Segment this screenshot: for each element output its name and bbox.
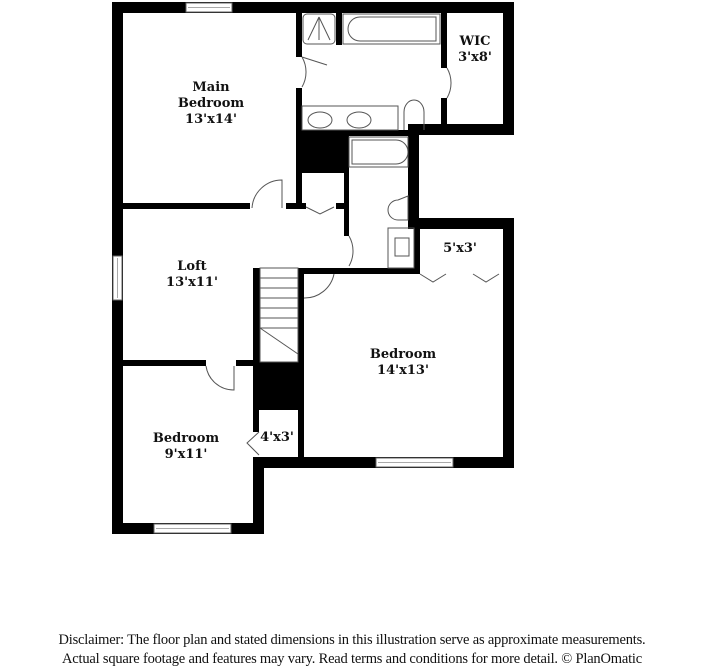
door-main-bath (301, 56, 328, 88)
disclaimer: Disclaimer: The floor plan and stated di… (0, 631, 704, 669)
wall-wic-left-low (441, 98, 447, 130)
bifold-closet-5x3-a (419, 273, 447, 283)
room-name: WIC (459, 34, 491, 49)
bifold-closet-5x3-b (472, 273, 500, 283)
room-label-closet-4x3: 4'x3' (260, 430, 294, 446)
toilet-hall (387, 195, 409, 221)
door-bed2 (303, 273, 335, 299)
room-name: Main (192, 80, 230, 95)
room-label-bedroom-2: Bedroom 14'x13' (370, 347, 436, 379)
wall-closet5-left (414, 229, 420, 274)
wall-loft-bottom-a (123, 360, 206, 366)
disclaimer-line-2: Actual square footage and features may v… (62, 651, 642, 667)
room-dimensions: 4'x3' (260, 430, 294, 445)
sink-hall (394, 237, 410, 257)
wall-top-notch (408, 124, 514, 135)
room-dimensions: 3'x8' (458, 50, 492, 65)
chase-block (296, 130, 344, 173)
wall-bottom-step (253, 457, 264, 534)
bifold-closet-4x3 (246, 431, 260, 456)
wall-right-mid (408, 218, 514, 229)
wall-closet-bottom-b (336, 203, 349, 209)
wall-right-upper (503, 2, 514, 135)
wall-wic-left-top (441, 13, 447, 68)
stairs (259, 267, 299, 363)
wall-shower-div (336, 13, 342, 45)
wall-bath-left-top (296, 2, 302, 57)
toilet-master (403, 99, 425, 130)
room-dimensions: 13'x14' (185, 112, 237, 127)
wall-notch-vert (408, 124, 419, 224)
wall-stair-left (253, 268, 260, 410)
vanity-master (301, 105, 399, 131)
room-label-wic: WIC 3'x8' (458, 34, 492, 66)
sink-2 (346, 111, 372, 129)
sink-1 (307, 111, 333, 129)
wall-right-lower (503, 218, 514, 468)
room-name: Bedroom (152, 431, 220, 446)
bathtub-hall (348, 136, 409, 168)
wall-bath-bottom (296, 130, 414, 136)
wall-bed2-top (300, 268, 420, 274)
door-wic (446, 67, 452, 99)
room-dimensions: 13'x11' (166, 275, 218, 290)
room-name: Bedroom (177, 96, 245, 111)
vanity-hall (387, 227, 415, 269)
room-name: Bedroom (369, 347, 437, 362)
stair-landing-block (253, 362, 304, 409)
door-main-bedroom (251, 179, 283, 209)
bifold-hall-closet (305, 206, 335, 215)
room-label-closet-5x3: 5'x3' (443, 241, 477, 257)
disclaimer-line-1: Disclaimer: The floor plan and stated di… (58, 632, 646, 648)
room-name: Loft (177, 259, 207, 274)
door-hall-bath (348, 235, 354, 267)
wall-closet4-left (253, 404, 259, 432)
wall-main-bottom-b (286, 203, 306, 209)
wall-closet4-top (253, 404, 304, 410)
bathtub-master (342, 13, 441, 45)
room-dimensions: 9'x11' (164, 447, 208, 462)
windows (112, 2, 454, 534)
wall-top (112, 2, 514, 13)
wall-hall-bath-left (344, 136, 349, 206)
room-dimensions: 5'x3' (443, 241, 477, 256)
room-label-main-bedroom: Main Bedroom 13'x14' (178, 80, 244, 128)
room-dimensions: 14'x13' (377, 363, 429, 378)
floor-plan (112, 2, 514, 534)
room-label-loft: Loft 13'x11' (166, 259, 218, 291)
wall-hallbath-left-low (344, 203, 349, 236)
door-bed3 (205, 365, 235, 391)
room-label-bedroom-3: Bedroom 9'x11' (153, 431, 219, 463)
wall-loft-bottom-b (236, 360, 260, 366)
fixtures (205, 13, 500, 456)
wall-main-bottom-a (123, 203, 250, 209)
shower (302, 13, 336, 45)
